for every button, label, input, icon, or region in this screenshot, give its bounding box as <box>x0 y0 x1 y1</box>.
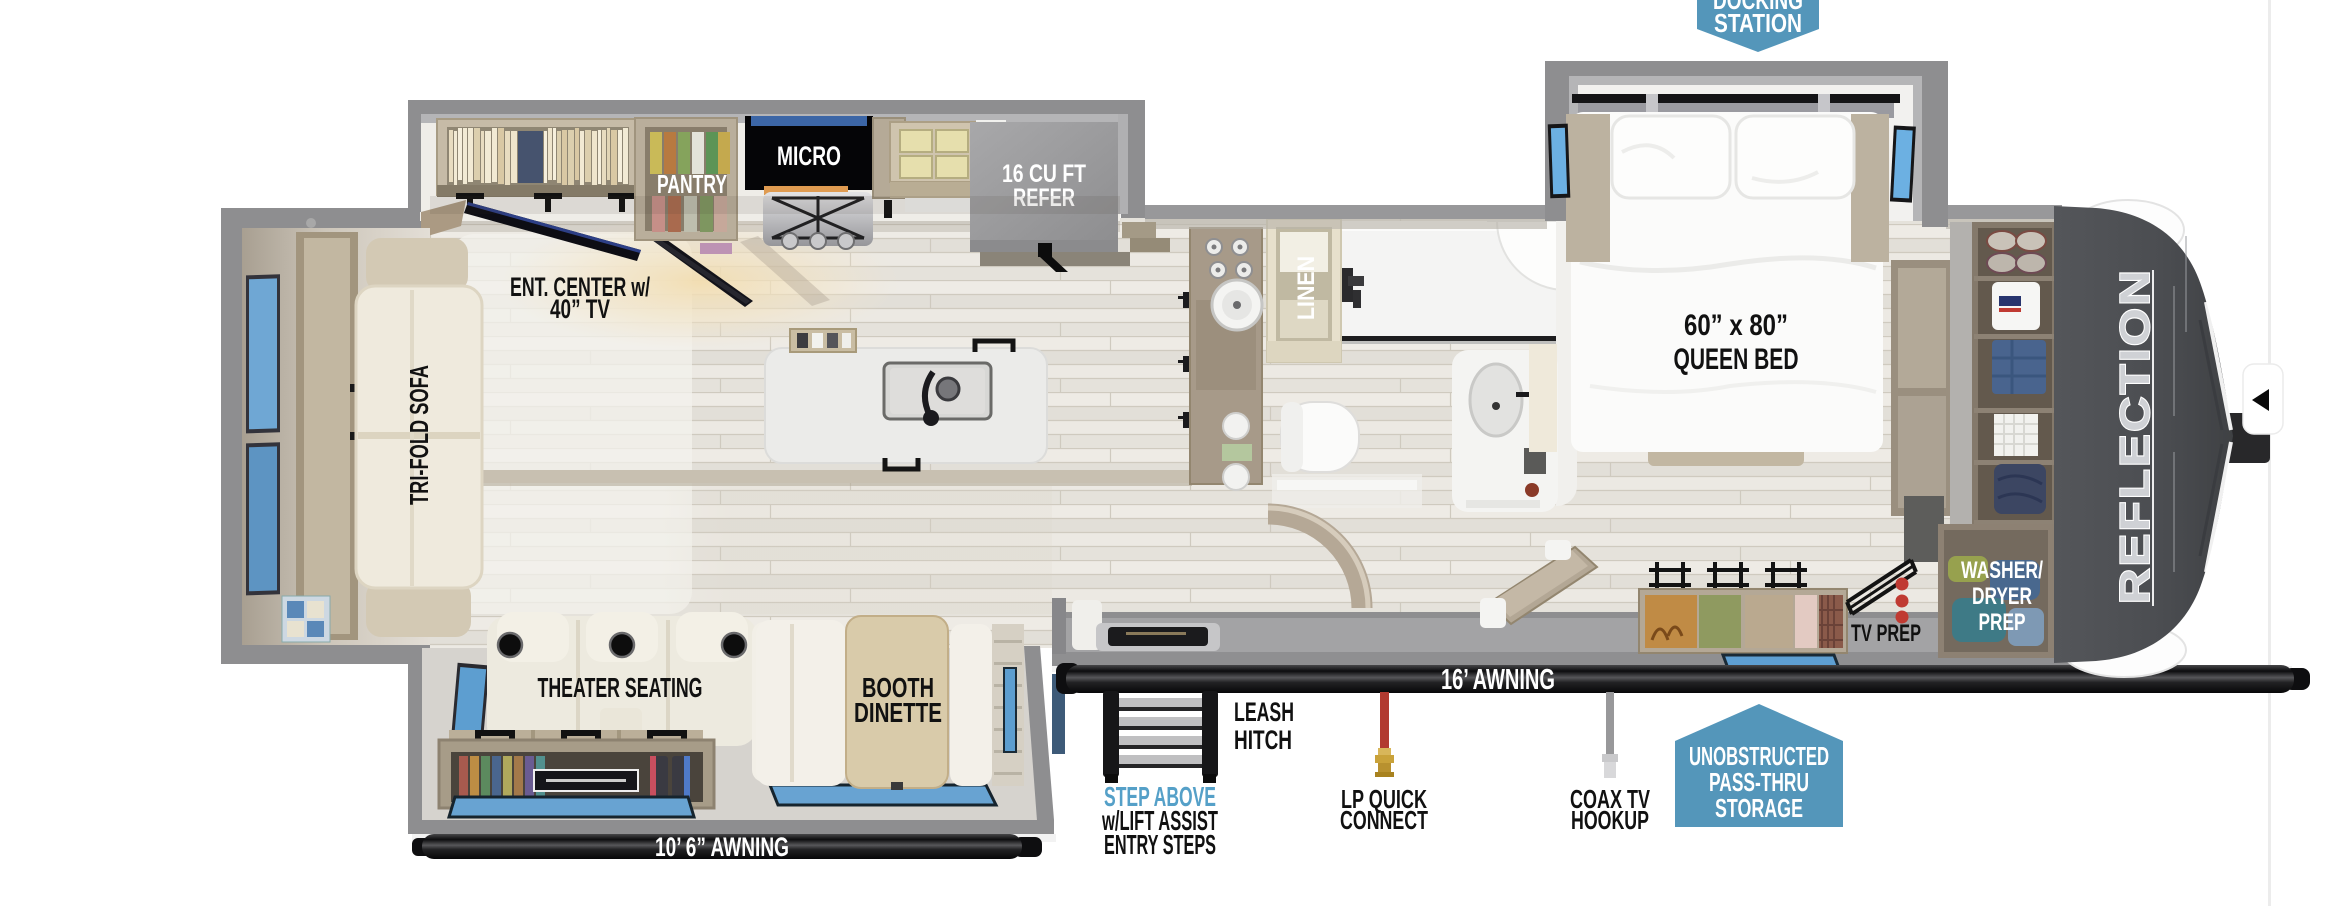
svg-text:40” TV: 40” TV <box>550 294 610 324</box>
svg-text:HOOKUP: HOOKUP <box>1571 805 1649 835</box>
svg-text:PASS-THRU: PASS-THRU <box>1709 767 1809 797</box>
svg-text:PREP: PREP <box>1979 609 2026 636</box>
svg-text:STEP ABOVE: STEP ABOVE <box>1104 781 1216 812</box>
svg-text:TRI-FOLD SOFA: TRI-FOLD SOFA <box>404 365 434 505</box>
svg-text:MICRO: MICRO <box>777 141 841 171</box>
svg-text:UNOBSTRUCTED: UNOBSTRUCTED <box>1689 741 1829 771</box>
svg-text:CONNECT: CONNECT <box>1340 805 1428 835</box>
svg-text:ENT. CENTER w/: ENT. CENTER w/ <box>510 272 650 302</box>
svg-text:DOCKING: DOCKING <box>1713 0 1803 15</box>
svg-text:ENTRY STEPS: ENTRY STEPS <box>1104 829 1216 860</box>
svg-text:DRYER: DRYER <box>1972 583 2032 610</box>
svg-text:STATION: STATION <box>1714 8 1802 38</box>
svg-text:DINETTE: DINETTE <box>854 697 942 728</box>
svg-text:COAX TV: COAX TV <box>1570 784 1650 814</box>
svg-text:w/LIFT ASSIST: w/LIFT ASSIST <box>1101 805 1218 836</box>
svg-text:10’ 6” AWNING: 10’ 6” AWNING <box>655 832 789 862</box>
svg-text:LINEN: LINEN <box>1293 256 1320 320</box>
svg-text:60” x 80”: 60” x 80” <box>1684 309 1788 342</box>
svg-text:THEATER SEATING: THEATER SEATING <box>538 672 703 703</box>
svg-text:REFER: REFER <box>1013 184 1075 212</box>
svg-text:PANTRY: PANTRY <box>657 169 727 199</box>
svg-text:BOOTH: BOOTH <box>862 672 934 703</box>
svg-text:16 CU FT: 16 CU FT <box>1002 160 1086 188</box>
svg-text:HITCH: HITCH <box>1234 725 1292 755</box>
svg-text:QUEEN BED: QUEEN BED <box>1674 343 1799 376</box>
svg-text:TV PREP: TV PREP <box>1851 620 1921 647</box>
svg-text:WASHER/: WASHER/ <box>1961 557 2043 584</box>
svg-text:REFLECTION: REFLECTION <box>2111 268 2158 604</box>
svg-text:16’ AWNING: 16’ AWNING <box>1441 664 1555 696</box>
svg-text:LP QUICK: LP QUICK <box>1341 784 1427 814</box>
svg-text:STORAGE: STORAGE <box>1715 793 1803 823</box>
svg-text:LEASH: LEASH <box>1234 697 1294 727</box>
